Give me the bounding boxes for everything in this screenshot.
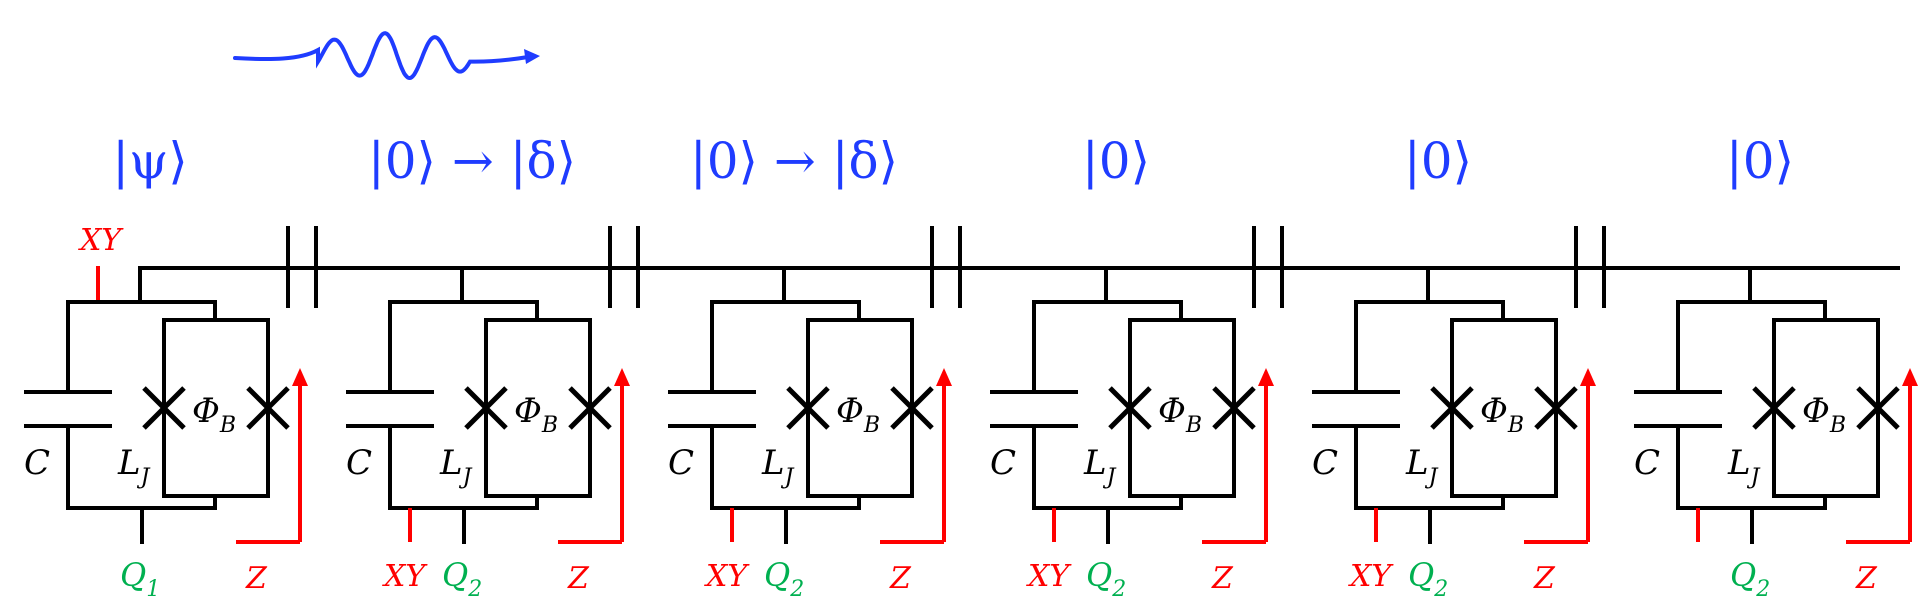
xy-control-label: XY [78, 223, 124, 258]
qubit-label-5: Q2 [1408, 556, 1448, 602]
z-control-label: Z [1211, 561, 1234, 596]
capacitor-label: C [1312, 443, 1338, 483]
qubit-cell-2: |0⟩ → |δ⟩ C LJ ΦB Q2 XY Z [290, 132, 640, 602]
josephson-junction-2 [568, 386, 612, 430]
josephson-junction-1 [786, 386, 830, 430]
flux-label: ΦB [192, 391, 236, 438]
z-control-arrowhead [1902, 368, 1918, 386]
qubit-label-3: Q2 [764, 556, 804, 602]
microwave-pulse-arrowhead [524, 49, 540, 64]
xy-control-label: XY [1026, 559, 1072, 594]
flux-label: ΦB [836, 391, 880, 438]
z-control-label: Z [1855, 561, 1878, 596]
inductor-label: LJ [117, 443, 151, 490]
z-control-arrowhead [1258, 368, 1274, 386]
state-label-6: |0⟩ [1726, 132, 1794, 190]
xy-control-label: XY [1348, 559, 1394, 594]
flux-label: ΦB [1480, 391, 1524, 438]
qubit-cell-1: |ψ⟩ C LJ ΦB Q1 XY Z [24, 132, 318, 602]
josephson-junction-2 [1856, 386, 1900, 430]
state-label-1: |ψ⟩ [112, 132, 188, 190]
qubit-label-6: Q2 [1730, 556, 1770, 602]
qubit-cell-5: |0⟩ C LJ ΦB Q2 XY Z [1256, 132, 1606, 602]
flux-label: ΦB [514, 391, 558, 438]
josephson-junction-1 [464, 386, 508, 430]
qubit-cell-3: |0⟩ → |δ⟩ C LJ ΦB Q2 XY Z [612, 132, 962, 602]
josephson-junction-1 [142, 386, 186, 430]
josephson-junction-2 [246, 386, 290, 430]
capacitor-label: C [1634, 443, 1660, 483]
capacitor-label: C [346, 443, 372, 483]
qubit-label-2: Q2 [442, 556, 482, 602]
inductor-label: LJ [1083, 443, 1117, 490]
capacitor-label: C [990, 443, 1016, 483]
z-control-label: Z [245, 561, 268, 596]
flux-label: ΦB [1158, 391, 1202, 438]
flux-label: ΦB [1802, 391, 1846, 438]
qubit-label-4: Q2 [1086, 556, 1126, 602]
josephson-junction-1 [1108, 386, 1152, 430]
inductor-label: LJ [439, 443, 473, 490]
josephson-junction-1 [1752, 386, 1796, 430]
inductor-label: LJ [1727, 443, 1761, 490]
inductor-label: LJ [1405, 443, 1439, 490]
capacitor-label: C [24, 443, 50, 483]
capacitor-label: C [668, 443, 694, 483]
xy-control-label: XY [704, 559, 750, 594]
qubit-cell-6: |0⟩ C LJ ΦB Q2 Z [1578, 132, 1918, 602]
josephson-junction-2 [1212, 386, 1256, 430]
z-control-label: Z [567, 561, 590, 596]
qubit-cell-4: |0⟩ C LJ ΦB Q2 XY Z [934, 132, 1284, 602]
z-control-arrowhead [614, 368, 630, 386]
josephson-junction-2 [1534, 386, 1578, 430]
state-label-5: |0⟩ [1404, 132, 1472, 190]
z-control-arrowhead [1580, 368, 1596, 386]
josephson-junction-1 [1430, 386, 1474, 430]
state-label-3: |0⟩ → |δ⟩ [690, 132, 898, 190]
qubit-label-1: Q1 [120, 556, 160, 602]
state-label-2: |0⟩ → |δ⟩ [368, 132, 576, 190]
z-control-label: Z [889, 561, 912, 596]
z-control-label: Z [1533, 561, 1556, 596]
inductor-label: LJ [761, 443, 795, 490]
josephson-junction-2 [890, 386, 934, 430]
xy-control-label: XY [382, 559, 428, 594]
state-label-4: |0⟩ [1082, 132, 1150, 190]
microwave-pulse-wave [233, 31, 530, 81]
z-control-arrowhead [292, 368, 308, 386]
z-control-arrowhead [936, 368, 952, 386]
